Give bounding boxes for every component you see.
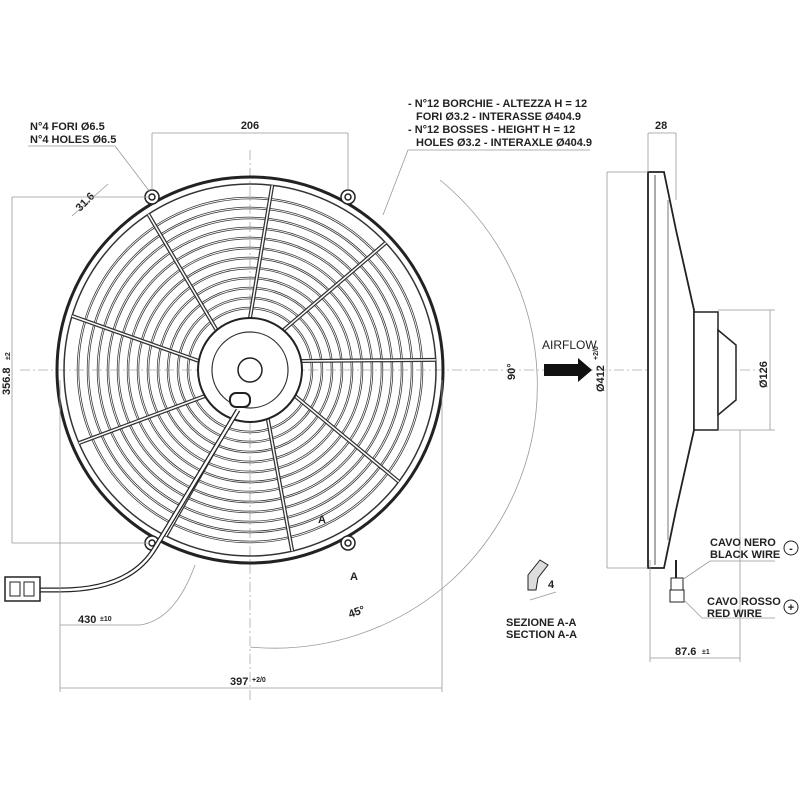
side-connector bbox=[670, 577, 684, 591]
dim-87-6-label: 87.6 bbox=[675, 646, 696, 658]
grill-spoke bbox=[282, 242, 387, 331]
airflow-label: AIRFLOW bbox=[542, 338, 597, 352]
grill-spoke bbox=[147, 213, 218, 331]
grill-ring bbox=[107, 227, 393, 513]
airflow-arrow-icon bbox=[544, 358, 592, 382]
grill-ring bbox=[167, 287, 333, 453]
negative-terminal-icon bbox=[783, 540, 799, 556]
mounting-hole bbox=[344, 539, 352, 547]
holes-note-en: N°4 HOLES Ø6.5 bbox=[30, 134, 116, 146]
mounting-holes bbox=[144, 189, 356, 551]
cable-length-line bbox=[60, 564, 196, 626]
black-wire-leader bbox=[681, 560, 775, 581]
red-wire-label-en: RED WIRE bbox=[707, 608, 762, 620]
mounting-hole bbox=[344, 193, 352, 201]
grill-spoke bbox=[294, 395, 400, 483]
grill-ring bbox=[87, 207, 413, 533]
section-a-a-detail: 4 SEZIONE A-A SECTION A-A bbox=[506, 559, 577, 641]
positive-symbol: + bbox=[788, 602, 794, 614]
section-label-en: SECTION A-A bbox=[506, 629, 577, 641]
grill-ring bbox=[147, 267, 353, 473]
dim-206-label: 206 bbox=[241, 120, 259, 132]
dim-412-label: Ø412 bbox=[595, 365, 607, 392]
grill-ring bbox=[77, 197, 423, 543]
dim-356-8-tol: ±2 bbox=[5, 352, 12, 360]
bosses-note-line2: FORI Ø3.2 - INTERASSE Ø404.9 bbox=[416, 111, 581, 123]
red-wire-leader bbox=[683, 599, 775, 619]
black-wire-label-en: BLACK WIRE bbox=[710, 549, 780, 561]
motor-shaft bbox=[237, 357, 263, 383]
cable-grommet bbox=[229, 392, 251, 408]
grill-ring bbox=[157, 277, 343, 463]
motor-body bbox=[693, 311, 719, 431]
section-dim-4: 4 bbox=[548, 579, 555, 591]
grill-spoke bbox=[78, 395, 206, 444]
grill-spoke bbox=[301, 359, 436, 362]
grill-spoke bbox=[71, 315, 200, 362]
fan-shroud-inner bbox=[63, 183, 437, 557]
angle-45-label: 45° bbox=[347, 604, 367, 621]
grill-ring bbox=[97, 217, 403, 523]
dim-87-6-tol: ±1 bbox=[702, 649, 710, 656]
grill-ring bbox=[177, 297, 323, 443]
section-marker-top: A bbox=[318, 514, 326, 526]
dim-430-tol: ±10 bbox=[100, 616, 112, 623]
angle-90-label: 90° bbox=[506, 363, 518, 380]
grill-ring bbox=[117, 237, 383, 503]
grill-ring bbox=[127, 247, 373, 493]
dim-126-label: Ø126 bbox=[758, 361, 770, 388]
grill-spoke bbox=[267, 418, 293, 552]
angle-arc bbox=[249, 179, 538, 649]
section-label-it: SEZIONE A-A bbox=[506, 617, 577, 629]
motor-hub bbox=[197, 317, 303, 423]
dim-397-tol: +2/0 bbox=[252, 677, 266, 684]
bosses-note-line1: - N°12 BORCHIE - ALTEZZA H = 12 bbox=[408, 98, 587, 110]
bosses-leader bbox=[382, 149, 590, 216]
fan-front-view bbox=[4, 175, 445, 602]
grill-ring bbox=[137, 257, 363, 483]
red-wire-label-it: CAVO ROSSO bbox=[707, 596, 781, 608]
fan-side-view bbox=[647, 171, 737, 603]
dim-412-tol: +2/0 bbox=[593, 346, 600, 360]
fan-shroud-outer bbox=[55, 175, 445, 565]
bosses-note-line3: - N°12 BOSSES - HEIGHT H = 12 bbox=[408, 124, 575, 136]
black-wire-label-it: CAVO NERO bbox=[710, 537, 776, 549]
motor-cap bbox=[717, 328, 737, 417]
dim-430-label: 430 bbox=[78, 614, 96, 626]
grill-spoke bbox=[249, 185, 274, 319]
dim-356-8-label: 356.8 bbox=[1, 367, 13, 395]
motor-hub-inner bbox=[211, 331, 289, 409]
dim-28-label: 28 bbox=[655, 120, 667, 132]
dim-397-label: 397 bbox=[230, 676, 248, 688]
positive-terminal-icon bbox=[783, 599, 799, 615]
holes-leader bbox=[28, 145, 151, 193]
section-marker-bottom: A bbox=[350, 571, 358, 583]
holes-note-it: N°4 FORI Ø6.5 bbox=[30, 121, 105, 133]
negative-symbol: - bbox=[789, 543, 793, 555]
dim-31-6-label: 31.6 bbox=[74, 190, 98, 214]
bosses-note-line4: HOLES Ø3.2 - INTERAXLE Ø404.9 bbox=[416, 137, 592, 149]
